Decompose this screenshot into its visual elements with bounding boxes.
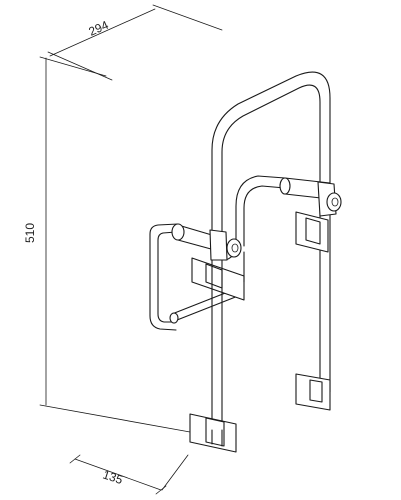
right-joint bbox=[317, 181, 342, 217]
main-upright-loop bbox=[211, 71, 331, 431]
rear-offset-bar bbox=[225, 175, 286, 283]
dimension-height: 510 bbox=[23, 56, 191, 433]
lower-right-wall-clamp bbox=[295, 373, 331, 411]
left-joint bbox=[209, 229, 242, 261]
dimension-depth: 135 bbox=[69, 454, 189, 495]
dimension-width-label: 294 bbox=[87, 18, 111, 39]
dimension-height-label: 510 bbox=[23, 223, 37, 243]
upper-right-wall-clamp bbox=[295, 211, 329, 253]
dimension-width: 294 bbox=[47, 4, 223, 81]
dimension-depth-label: 135 bbox=[101, 468, 125, 488]
lower-left-wall-clamp bbox=[189, 413, 237, 453]
middle-bracket bbox=[191, 257, 245, 301]
